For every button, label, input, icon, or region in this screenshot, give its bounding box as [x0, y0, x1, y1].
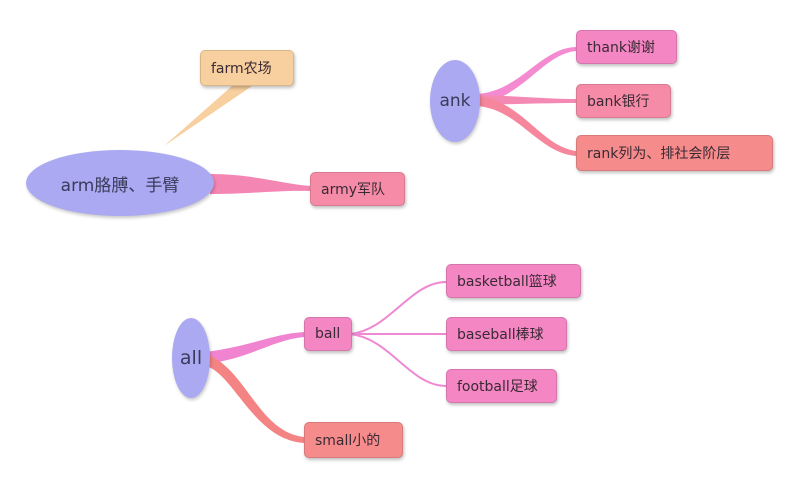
topic-node-ball[interactable]: ball [304, 317, 352, 351]
connector-ball-basketball [349, 281, 447, 335]
topic-node-football[interactable]: football足球 [446, 369, 557, 403]
topic-label-rank: rank列为、排社会阶层 [587, 146, 731, 162]
topic-node-bank[interactable]: bank银行 [576, 84, 671, 118]
topic-label-small: small小的 [315, 433, 381, 449]
connector-arm-army [210, 174, 310, 194]
topic-label-basketball: basketball篮球 [457, 274, 557, 290]
topic-label-farm: farm农场 [211, 61, 272, 77]
root-label-arm: arm胳膊、手臂 [60, 175, 180, 196]
topic-node-army[interactable]: army军队 [310, 172, 405, 206]
root-node-ank[interactable]: ank [430, 60, 480, 142]
connector-ank-rank [476, 96, 576, 156]
connector-ank-bank [476, 95, 576, 105]
topic-node-small[interactable]: small小的 [304, 422, 403, 458]
topic-node-farm[interactable]: farm农场 [200, 50, 294, 86]
topic-label-bank: bank银行 [587, 94, 650, 110]
topic-node-thank[interactable]: thank谢谢 [576, 30, 677, 64]
topic-label-football: football足球 [457, 379, 538, 395]
topic-label-thank: thank谢谢 [587, 40, 655, 56]
root-node-arm[interactable]: arm胳膊、手臂 [26, 150, 214, 216]
root-label-all: all [179, 347, 203, 369]
connector-all-small [206, 354, 304, 443]
root-node-all[interactable]: all [172, 318, 210, 398]
topic-label-army: army军队 [321, 182, 386, 198]
topic-node-basketball[interactable]: basketball篮球 [446, 264, 581, 298]
connector-all-ball [206, 332, 304, 364]
topic-label-baseball: baseball棒球 [457, 327, 544, 343]
root-label-ank: ank [439, 91, 471, 111]
connector-ball-football [349, 333, 447, 387]
connector-ank-thank [476, 47, 576, 104]
topic-node-baseball[interactable]: baseball棒球 [446, 317, 567, 351]
connector-arm-farm [164, 86, 252, 146]
topic-label-ball: ball [315, 326, 341, 342]
topic-node-rank[interactable]: rank列为、排社会阶层 [576, 135, 773, 171]
